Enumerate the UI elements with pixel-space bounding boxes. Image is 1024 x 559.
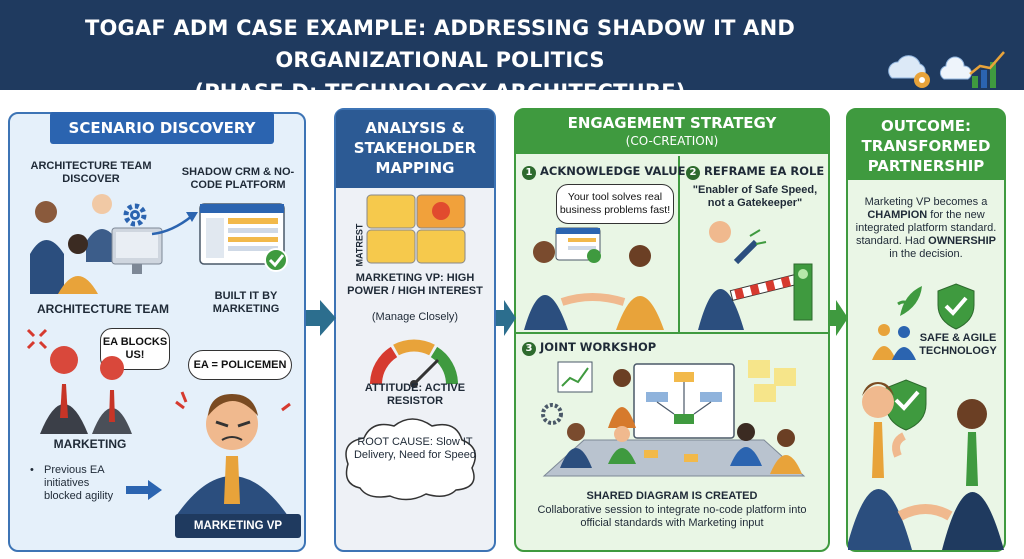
engagement-title-text: ENGAGEMENT STRATEGY [567, 114, 777, 132]
outcome-text: Marketing VP becomes a CHAMPION for the … [852, 196, 1000, 261]
architecture-team-illustration [30, 194, 163, 294]
scenario-title: SCENARIO DISCOVERY [50, 112, 274, 144]
workshop-illustration [541, 360, 806, 477]
title-line-1: TOGAF ADM CASE EXAMPLE: ADDRESSING SHADO… [84, 16, 796, 72]
value-bubble: Your tool solves real business problems … [556, 184, 674, 224]
page-title: TOGAF ADM CASE EXAMPLE: ADDRESSING SHADO… [10, 12, 870, 108]
marketing-vp-illustration [175, 391, 291, 516]
previous-initiatives-text: Previous EA initiatives blocked agility [44, 464, 114, 502]
manage-closely-text: (Manage Closely) [371, 311, 459, 323]
step-2-heading: 2 REFRAME EA ROLE [686, 164, 824, 180]
title-line-2: (PHASE D: TECHNOLOGY ARCHITECTURE) [194, 80, 686, 104]
marketing-label: MARKETING [53, 437, 127, 451]
arrow-right-icon [830, 300, 848, 336]
champion-word: CHAMPION [867, 209, 928, 221]
step-number: 3 [522, 342, 536, 356]
arrow-right-icon [306, 300, 336, 336]
gauge-icon [370, 339, 458, 388]
root-cause-text: ROOT CAUSE: Slow IT Delivery, Need for S… [353, 436, 477, 461]
arrow-right-icon [496, 300, 516, 336]
handshake-illustration [524, 227, 664, 330]
step-3-label: JOINT WORKSHOP [540, 340, 657, 354]
curved-arrow-icon [151, 212, 198, 236]
ownership-word: OWNERSHIP [928, 235, 996, 247]
outcome-text-c: in the decision. [889, 248, 963, 260]
built-by-label: BUILT IT BY MARKETING [212, 290, 280, 315]
step-divider [516, 332, 828, 334]
people-icon [872, 324, 916, 360]
step-divider [678, 156, 680, 332]
marketing-team-illustration [40, 346, 132, 434]
safe-agile-label: SAFE & AGILE TECHNOLOGY [919, 332, 997, 357]
gate-illustration [698, 221, 813, 330]
step-2-label: REFRAME EA ROLE [704, 164, 825, 178]
team-discover-label: ARCHITECTURE TEAM DISCOVER [30, 160, 152, 185]
rocket-icon [897, 286, 922, 316]
cloud-chart-icon [888, 51, 1005, 88]
thought-cloud [345, 418, 477, 501]
gear-icon [123, 203, 147, 227]
shared-diagram-label: SHARED DIAGRAM IS CREATED [586, 490, 758, 502]
architecture-team-label: ARCHITECTURE TEAM [37, 302, 169, 316]
analysis-title: ANALYSIS & STAKEHOLDER MAPPING [336, 110, 494, 188]
shadow-crm-label: SHADOW CRM & NO-CODE PLATFORM [181, 166, 295, 191]
step-1-heading: 1 ACKNOWLEDGE VALUE [522, 164, 686, 180]
step-number: 1 [522, 166, 536, 180]
ea-policemen-bubble: EA = POLICEMEN [188, 350, 292, 380]
engagement-title: ENGAGEMENT STRATEGY (CO-CREATION) [516, 110, 828, 154]
anger-icon [26, 328, 48, 350]
attitude-label: ATTITUDE: ACTIVE RESISTOR [364, 382, 466, 407]
partnership-illustration [848, 379, 1004, 550]
collab-text: Collaborative session to integrate no-co… [537, 504, 807, 529]
vp-power-label: MARKETING VP: HIGH POWER / HIGH INTEREST [347, 272, 483, 297]
engagement-subtitle: (CO-CREATION) [625, 134, 719, 148]
outcome-text-a: Marketing VP becomes a [864, 196, 988, 208]
arrow-right-icon [126, 480, 162, 500]
crm-screen-icon [199, 203, 288, 272]
bullet-dot: • [30, 464, 34, 476]
outcome-text-b: for the new integrated platform standard… [855, 209, 997, 247]
engagement-panel [514, 108, 830, 552]
header-bar: TOGAF ADM CASE EXAMPLE: ADDRESSING SHADO… [0, 0, 1024, 104]
outcome-title: OUTCOME: TRANSFORMED PARTNERSHIP [848, 110, 1004, 180]
matrix-axis-label: MATREST [354, 223, 365, 267]
step-number: 2 [686, 166, 700, 180]
shield-check-icon [937, 283, 975, 330]
reframe-quote: "Enabler of Safe Speed, not a Gatekeeper… [692, 184, 818, 209]
step-3-heading: 3 JOINT WORKSHOP [522, 340, 656, 356]
marketing-vp-label: MARKETING VP [175, 514, 301, 538]
step-1-label: ACKNOWLEDGE VALUE [540, 164, 686, 178]
stakeholder-matrix [366, 194, 466, 264]
